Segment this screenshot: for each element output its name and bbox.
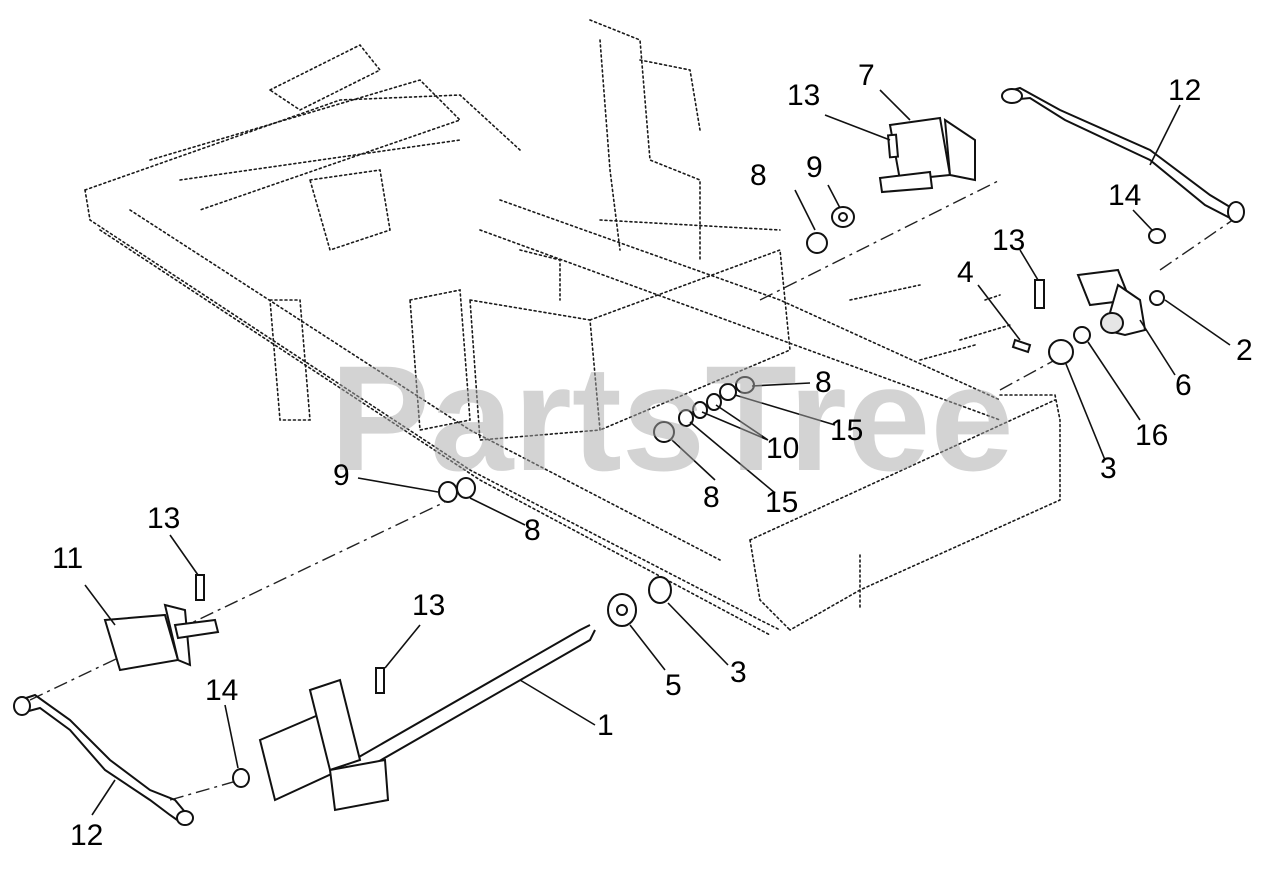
part-washer-16 [1073,326,1091,344]
callout-12: 12 [70,819,103,852]
callout-14: 14 [205,674,238,707]
callout-8: 8 [524,514,541,547]
callout-15: 15 [830,414,863,447]
callout-8: 8 [815,366,832,399]
part-spacer-stack-8-10-15 [653,376,755,443]
part-washer-9-left [438,477,476,503]
assembly-center-lines [29,179,1241,801]
part-roll-pin-13-left [195,574,205,601]
part-clip-2 [1149,290,1165,306]
part-pivot-bracket-7 [878,116,976,194]
callout-7: 7 [858,59,875,92]
part-pivot-bracket-11 [103,603,220,672]
callout-1: 1 [597,709,614,742]
callout-numbers: 13 7 12 8 9 14 13 4 2 6 8 15 16 10 3 9 8… [52,59,1253,852]
callout-5: 5 [665,669,682,702]
part-roll-pin-13-right [1034,279,1045,309]
callout-13: 13 [412,589,445,622]
part-link-rod-12-bottom [13,693,194,826]
callout-16: 16 [1135,419,1168,452]
part-bushing-3-right [1048,339,1074,365]
callout-15: 15 [765,486,798,519]
part-roll-pin-13-mid [375,667,385,694]
part-bushing-8-top [806,232,828,254]
callout-8: 8 [703,481,720,514]
part-shaft-1 [258,624,596,812]
callout-13: 13 [787,79,820,112]
callout-13: 13 [147,502,180,535]
part-washer-14-top [1148,228,1166,244]
callout-12: 12 [1168,74,1201,107]
part-key-4 [1011,338,1032,354]
callout-10: 10 [766,432,799,465]
part-bushing-3-left [648,576,672,604]
part-washer-14-bottom [232,768,250,788]
callout-14: 14 [1108,179,1141,212]
part-roll-pin-13-top [886,133,900,159]
callout-13: 13 [992,224,1025,257]
callout-9: 9 [806,151,823,184]
callout-11: 11 [52,542,83,575]
callout-9: 9 [333,459,350,492]
callout-2: 2 [1236,334,1253,367]
callout-6: 6 [1175,369,1192,402]
watermark-text: PartsTree [330,334,1014,502]
part-washer-5 [607,593,637,627]
callout-leaders [84,89,1231,816]
callout-3: 3 [1100,452,1117,485]
part-link-rod-12-top [1001,86,1245,223]
callout-4: 4 [957,256,974,289]
callout-3: 3 [730,656,747,689]
chassis-frame [84,19,1061,636]
callout-8: 8 [750,159,767,192]
part-washer-9-top [831,206,855,228]
part-pivot-bracket-6 [1076,268,1147,337]
